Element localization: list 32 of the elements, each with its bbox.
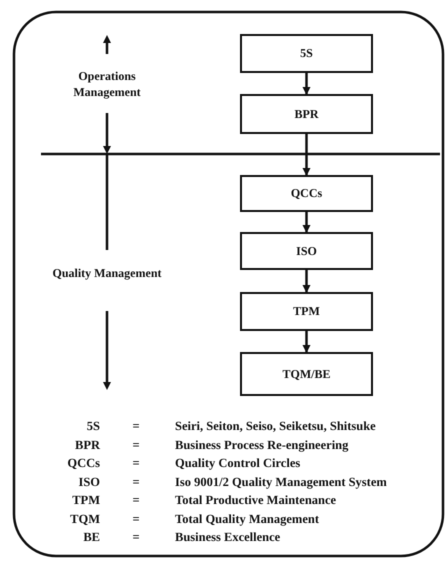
equals-sign: =	[131, 436, 141, 453]
process-box: BPR	[240, 94, 373, 134]
arrow	[302, 73, 310, 95]
process-box: TPM	[240, 292, 373, 331]
abbreviation: TPM	[71, 492, 100, 508]
equals-sign: =	[131, 474, 141, 490]
arrow	[302, 270, 310, 293]
abbreviation: ISO	[77, 474, 100, 490]
equals-sign: =	[131, 529, 141, 546]
abbreviation: QCCs	[66, 455, 100, 472]
definition: Quality Control Circles	[174, 455, 302, 472]
equals-sign: =	[131, 418, 141, 434]
equals-sign: =	[131, 455, 141, 472]
arrow	[302, 331, 310, 353]
process-box: TQM/BE	[240, 352, 373, 396]
process-box: ISO	[240, 232, 373, 270]
abbreviation: BPR	[74, 436, 100, 453]
process-box: QCCs	[240, 175, 373, 212]
definition: Total Productive Maintenance	[174, 492, 338, 508]
arrow	[302, 212, 310, 233]
definition: Seiri, Seiton, Seiso, Seiketsu, Shitsuke	[174, 418, 377, 434]
arrow	[302, 134, 310, 176]
equals-sign: =	[131, 492, 141, 508]
abbreviation: TQM	[69, 510, 100, 527]
equals-sign: =	[131, 510, 141, 527]
definition: Business Process Re-engineering	[174, 436, 350, 453]
definition: Business Excellence	[174, 529, 282, 546]
definition: Total Quality Management	[174, 510, 320, 527]
process-box: 5S	[240, 34, 373, 73]
definition: Iso 9001/2 Quality Management System	[174, 474, 387, 490]
abbreviation: 5S	[86, 418, 100, 434]
abbreviation: BE	[82, 529, 100, 546]
